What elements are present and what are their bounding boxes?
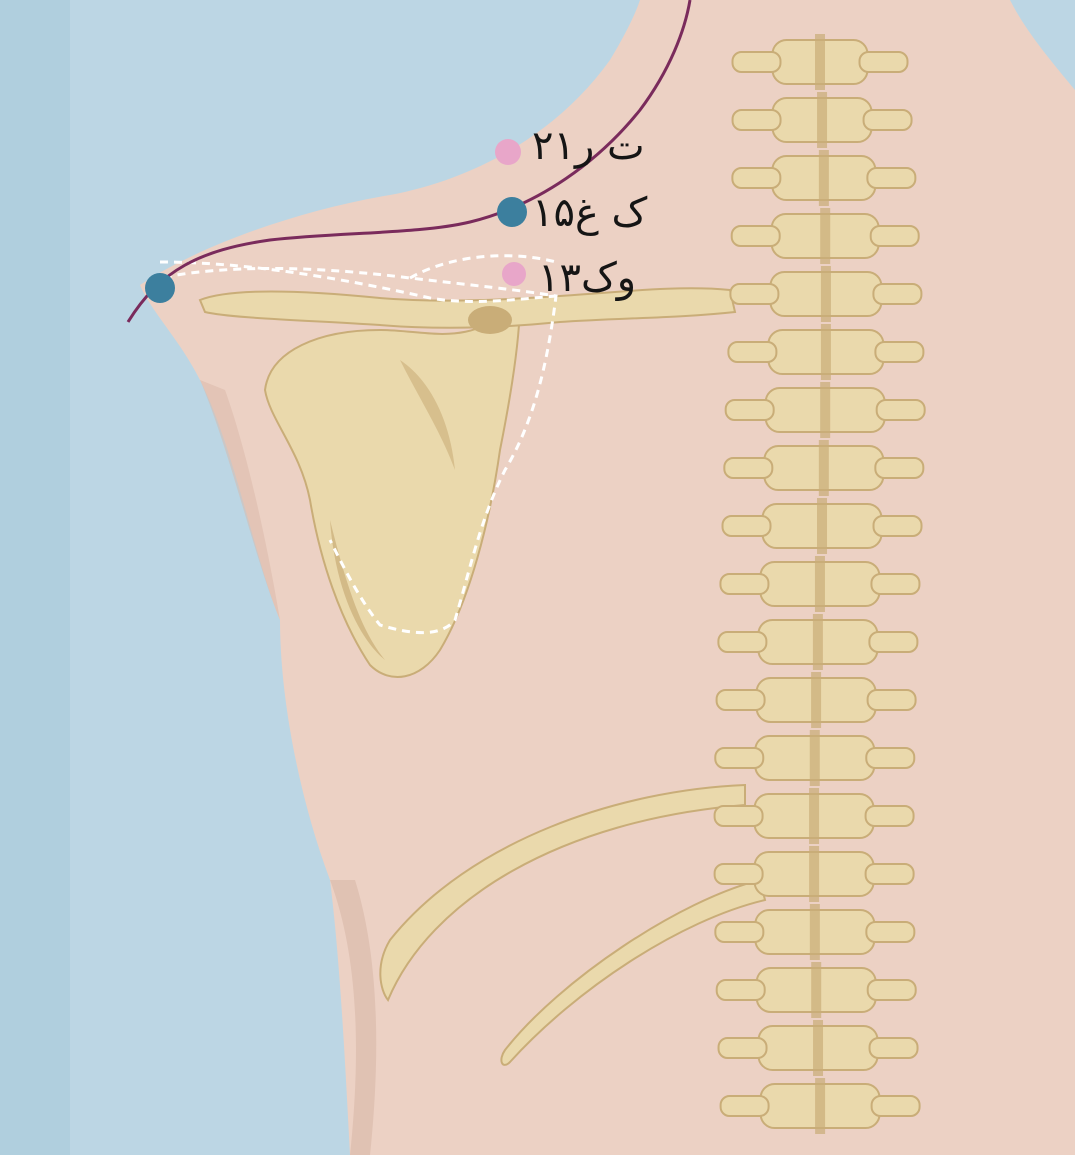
transverse-process xyxy=(868,980,916,1000)
transverse-process xyxy=(724,458,772,478)
transverse-process xyxy=(870,1038,918,1058)
acupoint-tr21-marker xyxy=(495,139,521,165)
transverse-process xyxy=(717,690,765,710)
transverse-process xyxy=(867,168,915,188)
transverse-process xyxy=(860,52,908,72)
transverse-process xyxy=(717,980,765,1000)
transverse-process xyxy=(715,922,763,942)
spinous-process xyxy=(815,34,825,90)
transverse-process xyxy=(869,632,917,652)
transverse-process xyxy=(732,168,780,188)
spinous-process xyxy=(813,614,823,670)
spinous-process xyxy=(811,962,821,1018)
transverse-process xyxy=(723,516,771,536)
transverse-process xyxy=(733,52,781,72)
transverse-process xyxy=(877,400,925,420)
transverse-process xyxy=(715,748,763,768)
transverse-process xyxy=(873,284,921,304)
transverse-process xyxy=(718,632,766,652)
spinous-process xyxy=(821,266,831,322)
transverse-process xyxy=(730,284,778,304)
transverse-process xyxy=(866,922,914,942)
transverse-process xyxy=(864,110,912,130)
transverse-process xyxy=(719,1038,767,1058)
transverse-process xyxy=(866,748,914,768)
acupoint-kg15-marker xyxy=(497,197,527,227)
transverse-process xyxy=(868,690,916,710)
transverse-process xyxy=(866,806,914,826)
acupoint-label-tr21: ت ر٢١ xyxy=(532,126,645,166)
acupoint-label-vk13: وک١٣ xyxy=(538,258,636,298)
transverse-process xyxy=(721,1096,769,1116)
transverse-process xyxy=(728,342,776,362)
spinous-process xyxy=(815,1078,825,1134)
acupoint-label-kg15: ک غ١۵ xyxy=(532,193,647,233)
spinous-process xyxy=(810,904,820,960)
transverse-process xyxy=(733,110,781,130)
transverse-process xyxy=(866,864,914,884)
acupoint-shoulder-marker xyxy=(145,273,175,303)
spinous-process xyxy=(810,730,820,786)
spinous-process xyxy=(819,440,829,496)
spinous-process xyxy=(820,208,830,264)
transverse-process xyxy=(875,458,923,478)
transverse-process xyxy=(726,400,774,420)
spinous-process xyxy=(809,846,819,902)
spinous-process xyxy=(817,92,827,148)
spinous-process xyxy=(809,788,819,844)
transverse-process xyxy=(871,574,919,594)
spinous-process xyxy=(821,324,831,380)
transverse-process xyxy=(715,864,763,884)
transverse-process xyxy=(871,226,919,246)
acupoint-vk13-marker xyxy=(502,262,526,286)
transverse-process xyxy=(874,516,922,536)
spinous-process xyxy=(819,150,829,206)
transverse-process xyxy=(875,342,923,362)
transverse-process xyxy=(720,574,768,594)
spinous-process xyxy=(813,1020,823,1076)
spinous-process xyxy=(811,672,821,728)
spinous-process xyxy=(815,556,825,612)
transverse-process xyxy=(872,1096,920,1116)
transverse-process xyxy=(715,806,763,826)
spinous-process xyxy=(817,498,827,554)
spinous-process xyxy=(820,382,830,438)
transverse-process xyxy=(732,226,780,246)
